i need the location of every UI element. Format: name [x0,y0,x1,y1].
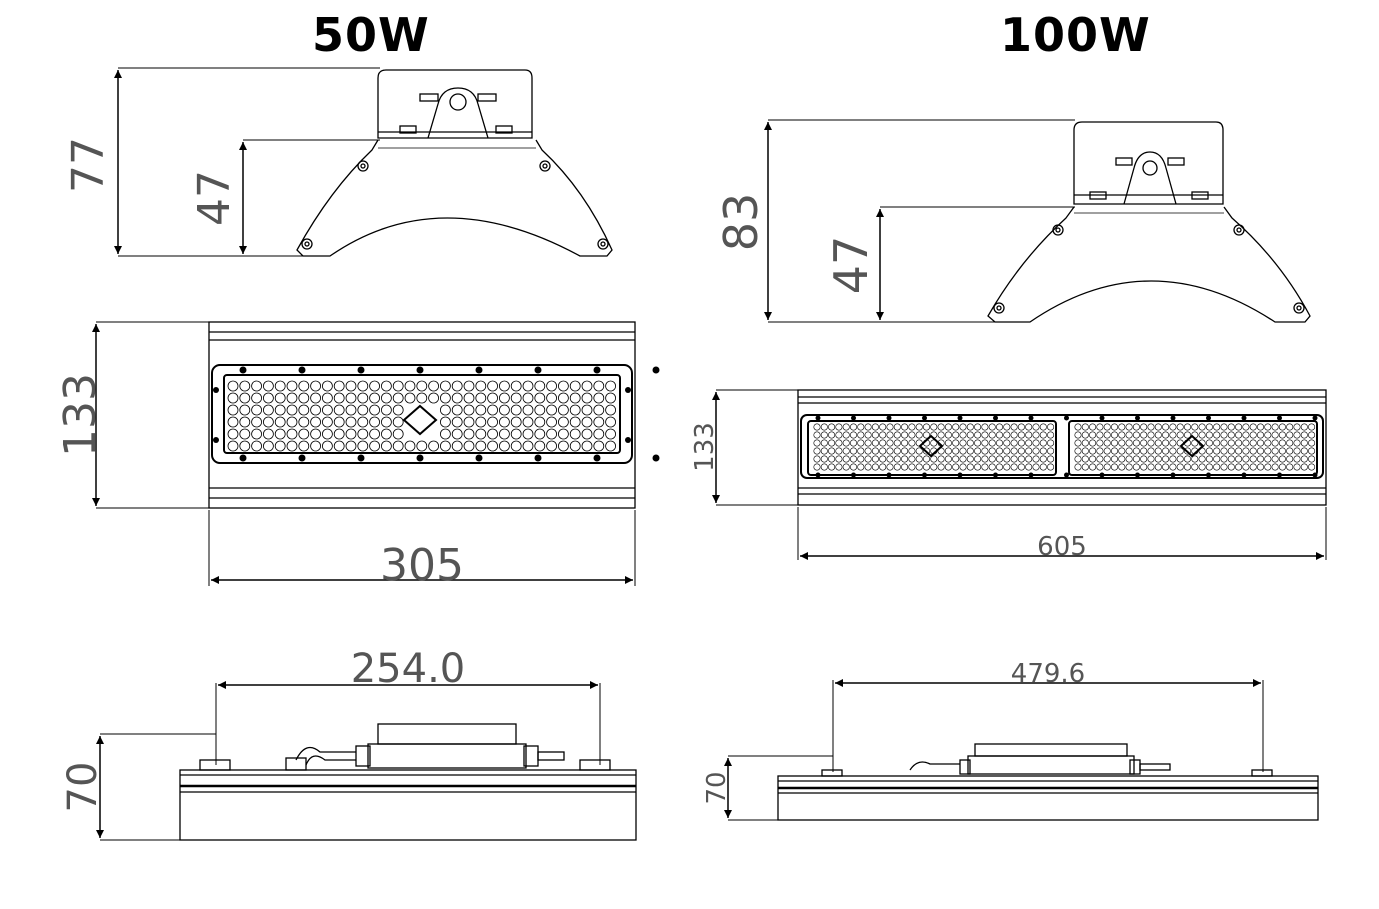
led-array-50w [227,380,616,452]
dim-100w-side-spacing: 479.6 [1011,659,1085,689]
dim-100w-front-body: 47 [824,236,878,295]
dim-100w-top-width: 605 [1037,532,1087,562]
dim-100w-top-height: 133 [690,422,720,472]
dim-100w-side-height: 70 [702,771,732,804]
dim-50w-front-body: 47 [189,170,240,226]
side-view-100w [724,679,1319,821]
front-view-100w [764,119,1311,323]
dim-50w-top-height: 133 [55,373,106,457]
led-array-100w [813,423,1316,471]
dim-50w-front-total: 77 [63,137,114,193]
front-view-50w [114,67,613,257]
dim-50w-side-height: 70 [60,762,106,813]
side-view-50w [96,681,637,841]
screws-100w [815,415,1318,478]
title-100w: 100W [1000,8,1151,62]
top-view-100w [712,389,1327,506]
dim-50w-side-spacing: 254.0 [351,646,466,692]
top-view-50w [92,321,660,509]
title-50w: 50W [312,8,430,62]
screws-50w [213,366,660,462]
dim-100w-front-total: 83 [714,193,768,252]
dim-50w-top-width: 305 [380,540,464,591]
